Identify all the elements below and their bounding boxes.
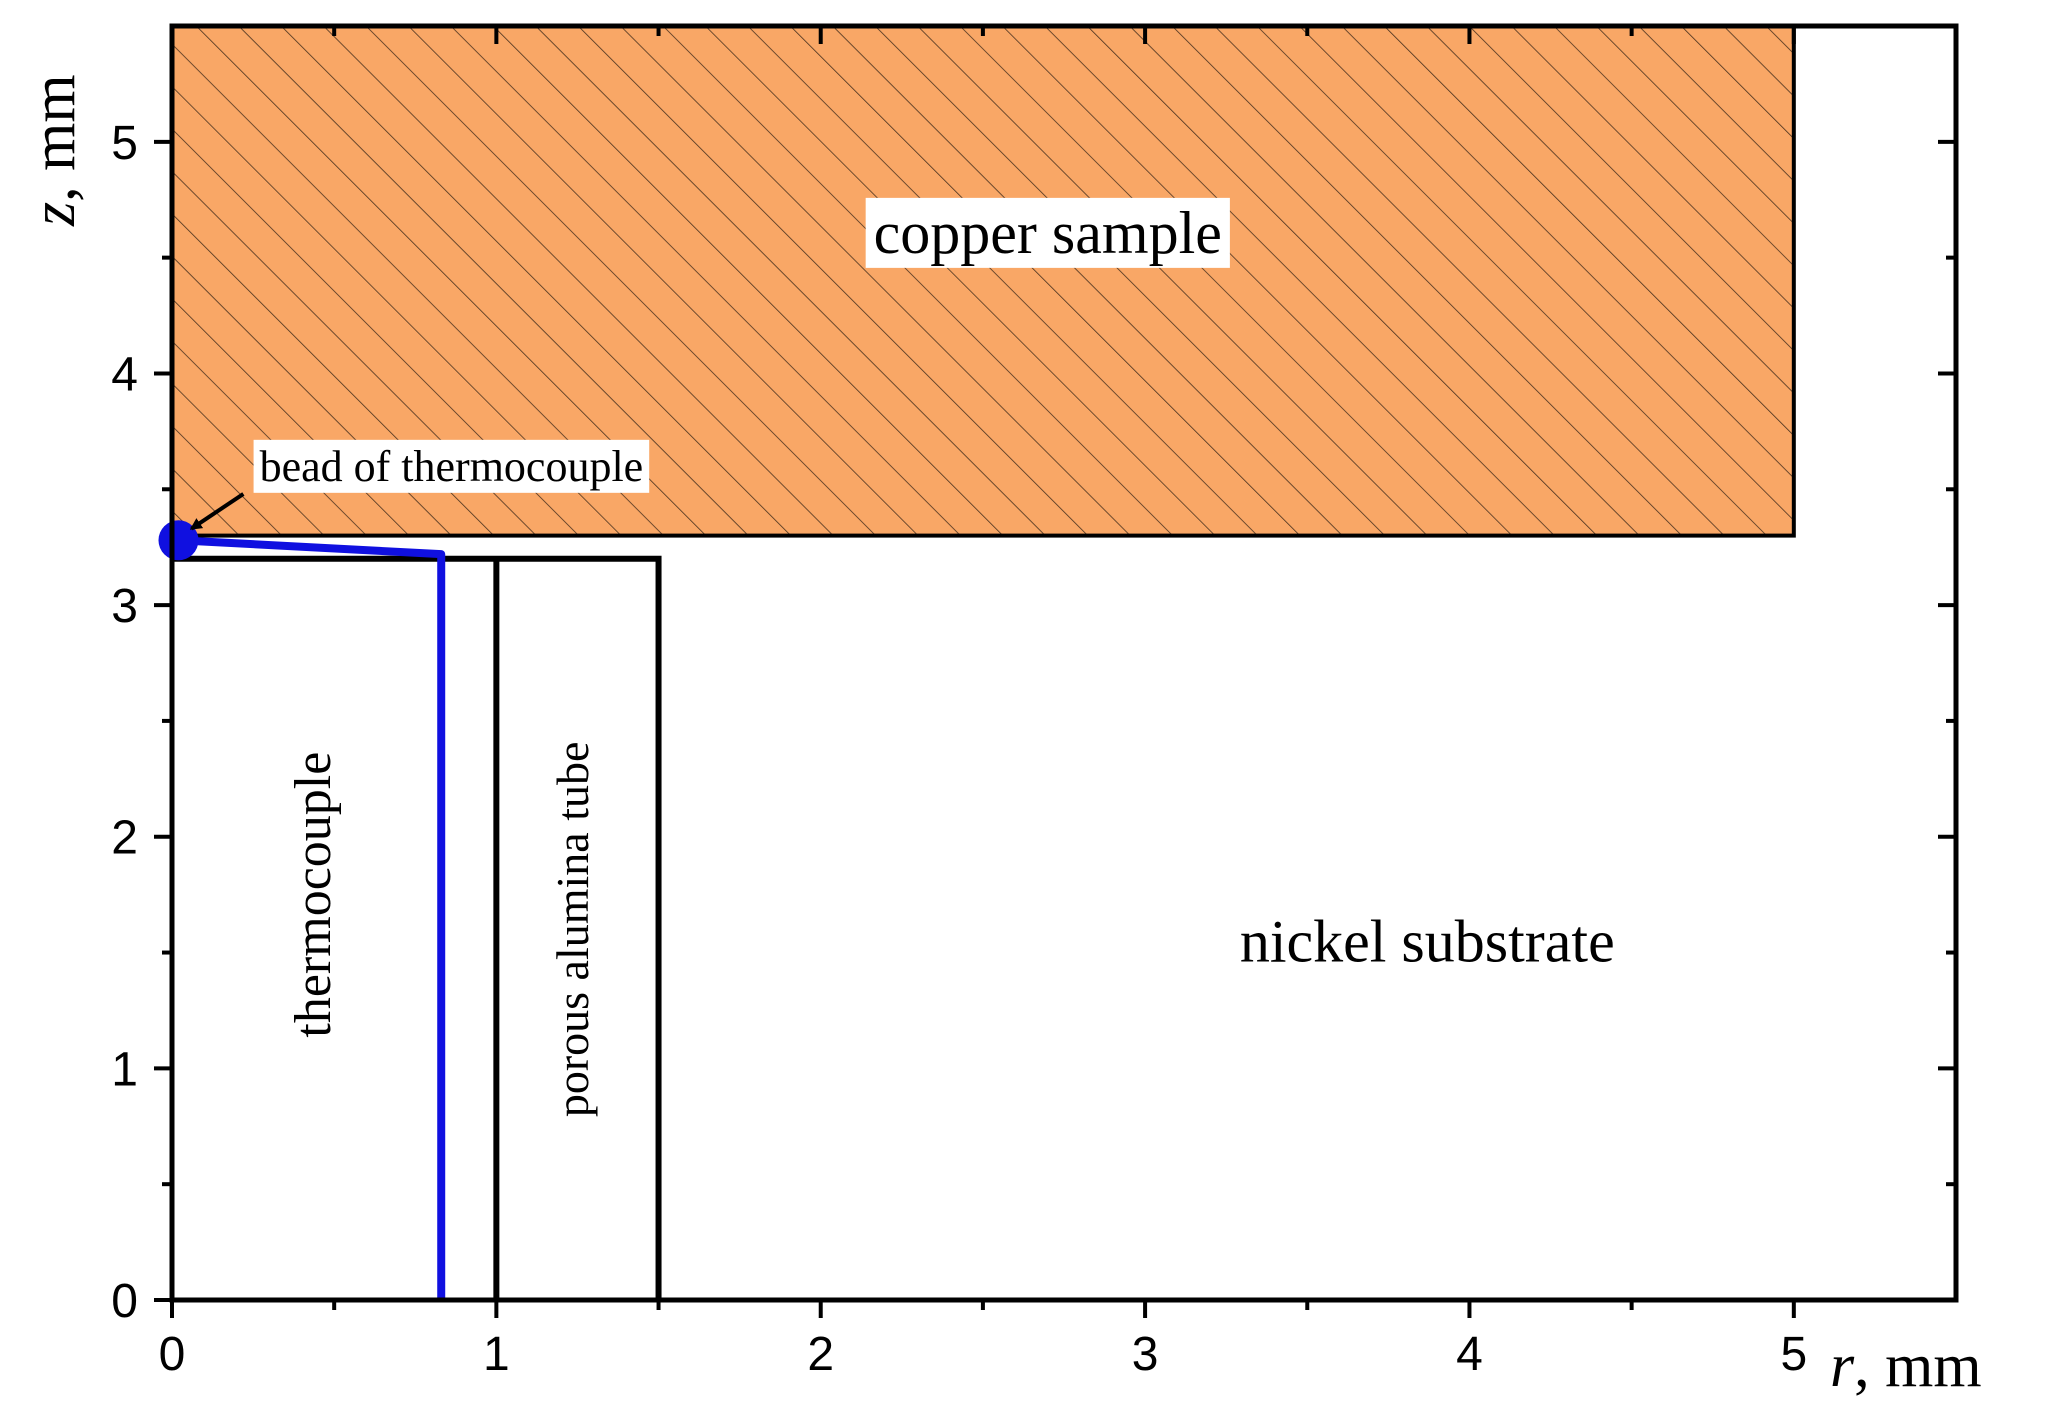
y-axis-variable: z xyxy=(20,202,88,227)
axis-ticks xyxy=(154,26,1956,1318)
nickel-substrate-label: nickel substrate xyxy=(1240,909,1615,975)
x-tick-label: 0 xyxy=(159,1328,186,1381)
bead-pointer-arrow xyxy=(189,492,245,531)
x-tick-label: 2 xyxy=(807,1328,834,1381)
y-axis-unit: , mm xyxy=(20,74,88,201)
y-tick-label: 4 xyxy=(111,348,138,401)
y-tick-label: 2 xyxy=(111,812,138,865)
copper-sample-label: copper sample xyxy=(874,200,1222,266)
plot-frame xyxy=(169,23,1959,1303)
thermocouple-bead xyxy=(158,520,199,561)
x-tick-label: 1 xyxy=(483,1328,510,1381)
alumina-tube-outline xyxy=(172,555,662,1300)
x-tick-label: 5 xyxy=(1780,1328,1807,1381)
y-tick-label: 5 xyxy=(111,117,138,170)
y-axis-title: z, mm xyxy=(20,74,88,227)
x-axis-variable: r xyxy=(1830,1332,1855,1400)
y-tick-label: 0 xyxy=(111,1275,138,1328)
thermocouple-wire xyxy=(178,536,446,1300)
bead-of-thermocouple-label: bead of thermocouple xyxy=(260,442,644,491)
x-axis-unit: , mm xyxy=(1854,1332,1981,1400)
y-tick-label: 1 xyxy=(111,1043,138,1096)
bead-label-background xyxy=(253,439,650,493)
x-axis-title: r, mm xyxy=(1830,1332,1982,1400)
thermocouple-label: thermocouple xyxy=(285,752,342,1038)
copper-sample-label-background xyxy=(865,197,1230,268)
x-tick-label: 4 xyxy=(1456,1328,1483,1381)
y-tick-label: 3 xyxy=(111,580,138,633)
porous-alumina-tube-label: porous alumina tube xyxy=(547,742,598,1118)
x-tick-label: 3 xyxy=(1132,1328,1159,1381)
axis-tick-labels: 0 1 2 3 4 5 0 1 2 3 4 5 xyxy=(111,117,1807,1381)
